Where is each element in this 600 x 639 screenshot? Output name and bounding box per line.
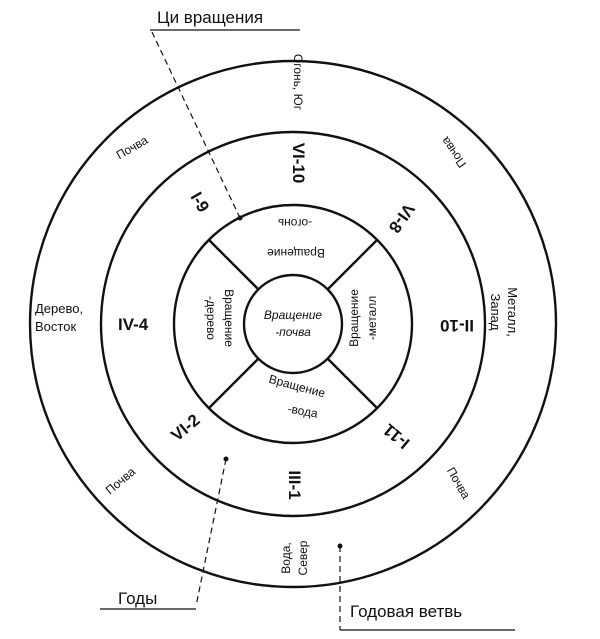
outer-ring — [28, 59, 558, 589]
inner-ring — [172, 203, 414, 445]
caption-years: Годы — [118, 589, 157, 608]
center-label-line1: Вращение — [264, 308, 323, 322]
outer-label-top: Огонь, Юг — [291, 54, 305, 111]
years-leader-dot — [223, 456, 229, 462]
center-label-line2: -почва — [275, 325, 311, 339]
qi-leader-line — [151, 31, 241, 219]
outer-label-bottom-2: Север — [296, 540, 310, 575]
outer-label-upper-right: Почва — [438, 134, 469, 170]
outer-label-upper-left: Почва — [114, 133, 151, 162]
divider-sw — [208, 358, 259, 409]
years-leader-line — [195, 458, 227, 607]
inner-bottom-line2: -вода — [287, 402, 320, 421]
outer-label-left-1: Дерево, — [35, 301, 83, 316]
inner-right-line1: Вращение — [347, 289, 361, 347]
middle-label-top: VI-10 — [289, 143, 308, 184]
middle-label-lower-left: VI-2 — [167, 410, 203, 445]
inner-right-line2: -металл — [365, 296, 379, 341]
branch-leader-dot — [337, 543, 343, 549]
outer-label-left-2: Восток — [35, 319, 76, 334]
caption-qi-rotation: Ци вращения — [157, 8, 263, 27]
outer-label-right-2: Запад — [488, 294, 503, 331]
outer-label-right-1: Металл, — [505, 287, 520, 337]
inner-top-line1: Вращение — [267, 246, 325, 260]
inner-left-line2: -дерево — [204, 296, 218, 340]
outer-label-bottom-1: Вода, — [279, 542, 293, 573]
divider-nw — [208, 239, 259, 290]
caption-annual-branch: Годовая ветвь — [350, 602, 462, 621]
middle-label-upper-right: VI-8 — [385, 200, 418, 236]
outer-label-lower-right: Почва — [444, 465, 473, 502]
divider-se — [327, 358, 378, 409]
middle-label-upper-left: I-9 — [187, 189, 213, 216]
outer-label-lower-left: Почва — [103, 464, 138, 497]
qi-leader-dot — [237, 215, 243, 221]
inner-left-line1: Вращение — [222, 289, 236, 347]
middle-label-left: IV-4 — [118, 315, 149, 334]
inner-bottom-line1: Вращение — [267, 372, 327, 401]
center-circle — [242, 273, 344, 375]
inner-top-line2: -огонь — [278, 216, 312, 230]
middle-label-bottom: III-1 — [285, 470, 304, 499]
middle-ring — [99, 130, 487, 518]
middle-label-lower-right: I-11 — [379, 420, 413, 453]
divider-ne — [327, 239, 378, 290]
middle-label-right: II-10 — [440, 316, 474, 335]
